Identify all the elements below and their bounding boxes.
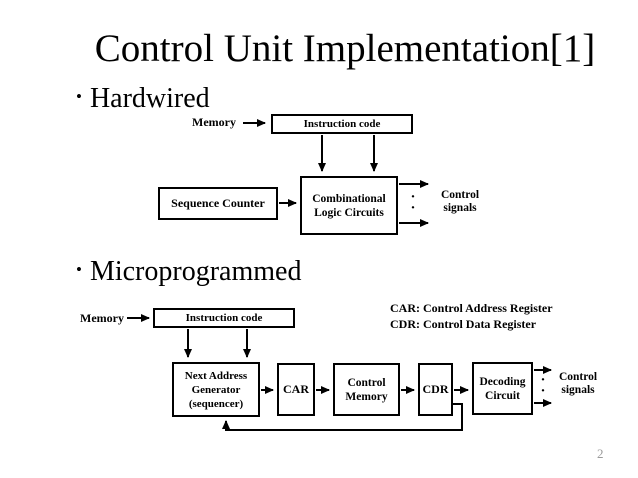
legend-car: CAR: Control Address Register <box>390 301 553 315</box>
page-number: 2 <box>597 446 604 461</box>
hw-instruction-code-label: Instruction code <box>303 118 381 130</box>
mp-ellipsis-dots: · · <box>536 372 550 399</box>
mp-control-signals-line2: signals <box>561 384 595 396</box>
hw-control-signals-line1: Control <box>440 189 480 201</box>
mp-control-memory-line2: Memory <box>345 390 388 403</box>
mp-nag-line2: Generator <box>191 383 241 396</box>
hw-instruction-code-box: Instruction code <box>271 114 413 134</box>
mp-nag-line1: Next Address <box>184 369 248 382</box>
bullet-item-hardwired: • Hardwired <box>76 81 210 115</box>
bullet-icon: • <box>76 260 82 279</box>
dot-icon: · <box>540 383 546 399</box>
hw-ellipsis-dots: · · <box>406 189 420 216</box>
dot-icon: · <box>540 372 546 388</box>
mp-control-memory-box: Control Memory <box>333 363 400 416</box>
bullet-item-microprogrammed: • Microprogrammed <box>76 254 301 288</box>
mp-decoding-line1: Decoding <box>479 375 526 388</box>
mp-nag-line3: (sequencer) <box>188 397 244 410</box>
hw-control-signals-line2: signals <box>443 202 477 214</box>
mp-decoding-line2: Circuit <box>485 389 520 402</box>
mp-cdr-label: CDR <box>422 382 449 396</box>
mp-instruction-code-label: Instruction code <box>185 312 263 324</box>
mp-car-box: CAR <box>277 363 315 416</box>
mp-control-memory-line1: Control <box>347 376 386 389</box>
hw-combinational-line2: Logic Circuits <box>314 206 384 219</box>
mp-cdr-box: CDR <box>418 363 453 416</box>
mp-control-signals-label: Control signals <box>550 371 606 397</box>
hw-combinational-logic-box: Combinational Logic Circuits <box>300 176 398 235</box>
mp-car-label: CAR <box>283 382 309 396</box>
hw-sequence-counter-box: Sequence Counter <box>158 187 278 220</box>
bullet-label-microprogrammed: Microprogrammed <box>89 256 302 287</box>
legend-cdr: CDR: Control Data Register <box>390 317 537 331</box>
mp-control-signals-line1: Control <box>558 371 598 383</box>
mp-instruction-code-box: Instruction code <box>153 308 295 328</box>
mp-next-address-generator-box: Next Address Generator (sequencer) <box>172 362 260 417</box>
bullet-label-hardwired: Hardwired <box>89 83 210 114</box>
bullet-icon: • <box>76 87 82 106</box>
hw-sequence-counter-label: Sequence Counter <box>171 196 265 210</box>
mp-decoding-circuit-box: Decoding Circuit <box>472 362 533 415</box>
hw-memory-label: Memory <box>192 115 236 129</box>
hw-combinational-line1: Combinational <box>312 192 386 205</box>
hw-control-signals-label: Control signals <box>432 189 488 215</box>
page-title: Control Unit Implementation[1] <box>94 27 596 70</box>
legend: CAR: Control Address Register CDR: Contr… <box>390 300 553 332</box>
dot-icon: · <box>410 189 416 205</box>
mp-memory-label: Memory <box>80 311 124 325</box>
dot-icon: · <box>410 200 416 216</box>
